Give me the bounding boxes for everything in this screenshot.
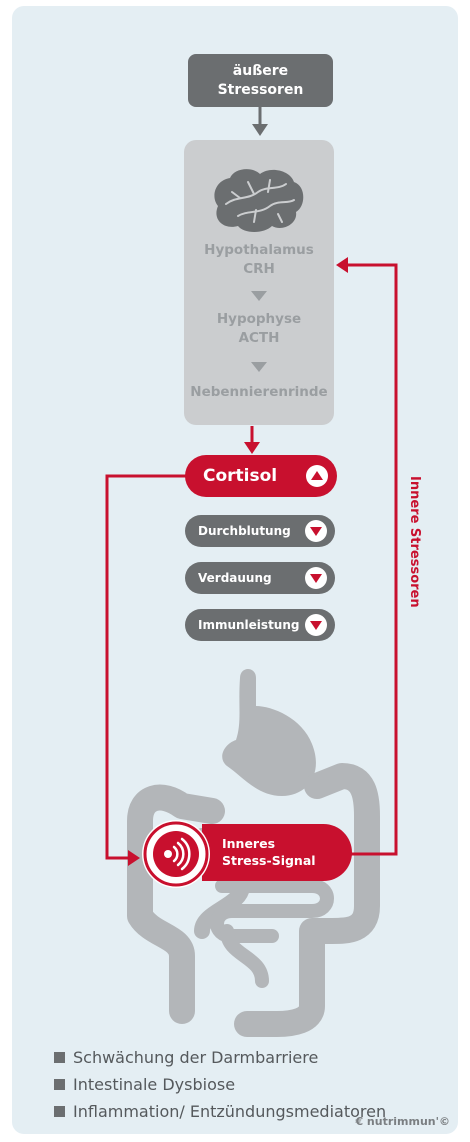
effect-immunleistung: Immunleistung [185, 609, 335, 641]
hypophyse-label: Hypophyse [216, 311, 302, 327]
effect-immunleistung-label: Immunleistung [198, 618, 300, 632]
brand-registered: '© [435, 1115, 450, 1128]
intestine-shape [127, 763, 380, 1037]
brand-name: nutrimmun [366, 1115, 436, 1128]
cortisol-label: Cortisol [203, 466, 278, 486]
brand-mark: € [355, 1115, 367, 1128]
nebennierenrinde-label: Nebennierenrinde [190, 384, 328, 400]
external-stressors-line2: Stressoren [217, 81, 304, 98]
external-stressors-box: äußere Stressoren [188, 54, 333, 107]
crh-label: CRH [243, 261, 275, 277]
signal-line2: Stress-Signal [222, 853, 316, 868]
list-item: Intestinale Dysbiose [54, 1071, 386, 1098]
consequences-list: Schwächung der Darmbarriere Intestinale … [54, 1044, 386, 1125]
bullet-square [54, 1106, 65, 1117]
arrow-down-icon [305, 614, 327, 636]
inner-stressors-label-wrap: Innere Stressoren [402, 476, 428, 636]
hypothalamus-label: Hypothalamus [204, 242, 314, 258]
brand-logo: € nutrimmun'© [355, 1115, 450, 1128]
effect-verdauung-label: Verdauung [198, 571, 272, 585]
signal-icon [142, 820, 210, 888]
bullet-square [54, 1079, 65, 1090]
arrow-down-icon [305, 520, 327, 542]
stomach-shape [222, 669, 316, 796]
inner-stressors-label: Innere Stressoren [407, 476, 422, 608]
arrow-up-icon [306, 465, 328, 487]
effect-verdauung: Verdauung [185, 562, 335, 594]
diagram-canvas: äußere Stressoren Hypothalamus CRH Hypop… [12, 6, 458, 1134]
arrow-down-icon [305, 567, 327, 589]
brain-icon [214, 169, 304, 232]
signal-line1: Inneres [222, 836, 276, 851]
list-item-text: Inflammation/ Entzündungsmediatoren [73, 1102, 387, 1121]
list-item: Schwächung der Darmbarriere [54, 1044, 386, 1071]
effect-durchblutung-label: Durchblutung [198, 524, 291, 538]
hpa-arrow-2 [251, 362, 267, 372]
list-item: Inflammation/ Entzündungsmediatoren [54, 1098, 386, 1125]
list-item-text: Intestinale Dysbiose [73, 1075, 236, 1094]
diagram-graphics [105, 107, 398, 1037]
acth-label: ACTH [238, 330, 280, 346]
inner-stress-signal-pill: Inneres Stress-Signal [202, 824, 352, 881]
cortisol-pill: Cortisol [185, 455, 337, 497]
list-item-text: Schwächung der Darmbarriere [73, 1048, 319, 1067]
external-stressors-line1: äußere [232, 62, 289, 79]
effect-durchblutung: Durchblutung [185, 515, 335, 547]
hpa-arrow-1 [251, 291, 267, 301]
bullet-square [54, 1052, 65, 1063]
